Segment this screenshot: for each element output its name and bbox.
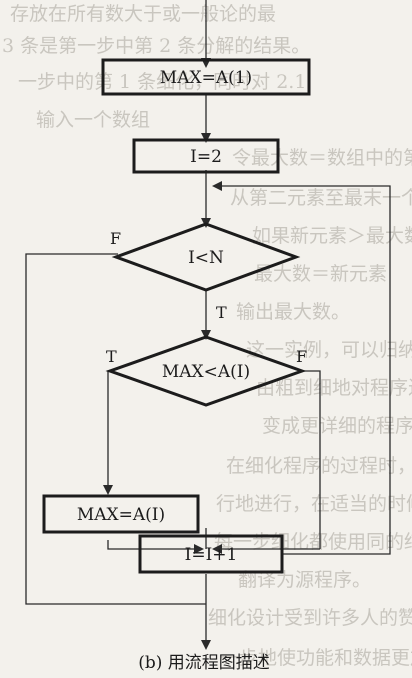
bg-line: 输出最大数。	[236, 301, 350, 323]
node-label: I=I+1	[185, 545, 238, 565]
bg-line: 变成更详细的程序步骤	[262, 415, 412, 437]
process-box	[42, 494, 200, 534]
inner-false-line	[300, 370, 321, 549]
decision-diamond	[111, 222, 301, 292]
bg-line: 这一实例，可以归纳出逐步细化的设计方	[246, 339, 412, 361]
arrowhead	[194, 544, 204, 554]
node-increment: I=I+1	[138, 534, 284, 574]
node-i2: I=2	[132, 138, 280, 174]
bg-line: 一步地使功能和数据更加细化的	[220, 647, 412, 669]
bg-line: 在细化程序的过程时，同时对数据的	[226, 455, 412, 477]
node-label: I=2	[190, 147, 222, 167]
bg-line: 输入一个数组	[36, 109, 150, 131]
loop-back-line	[220, 185, 391, 555]
bg-line: 如果新元素＞最大数，	[252, 225, 412, 247]
node-assign: MAX=A(I)	[42, 494, 200, 534]
bg-line: 由粗到细地对程序进行逐步的细化，	[256, 377, 412, 399]
decision-label: MAX<A(I)	[162, 362, 250, 382]
decision-diamond	[105, 335, 307, 407]
node-label: MAX=A(1)	[160, 68, 252, 88]
exit-line	[25, 253, 206, 605]
inner-false-label: F	[296, 347, 307, 366]
bg-line: 3 条是第一步中第 2 条分解的结果。	[2, 35, 310, 57]
arrowhead	[212, 181, 222, 191]
arrowhead	[103, 485, 113, 495]
outer-true-label: T	[216, 303, 227, 322]
arrowhead	[201, 330, 211, 340]
process-box	[101, 58, 311, 96]
node-decision-inner: MAX<A(I)	[105, 335, 307, 407]
node-init: MAX=A(1)	[101, 58, 311, 96]
arrowhead	[212, 544, 222, 554]
process-box	[138, 534, 284, 574]
bg-line: 令最大数＝数组中的第一元素	[232, 147, 412, 169]
node-label: MAX=A(I)	[77, 505, 165, 525]
background-text: 存放在所有数大于或一般论的最 3 条是第一步中第 2 条分解的结果。 一步中的第…	[2, 3, 412, 669]
inner-true-line	[107, 370, 110, 486]
bg-line: 行地进行，在适当的时候定义数据	[216, 493, 412, 515]
inner-true-label: T	[106, 347, 117, 366]
bg-line: 存放在所有数大于或一般论的最	[10, 3, 276, 25]
process-box	[132, 138, 280, 174]
bg-line: 细化设计受到许多人的赞同，并不是	[208, 607, 412, 629]
figure-caption: (b) 用流程图描述	[138, 653, 270, 673]
assign-merge-line	[107, 540, 196, 550]
connectors	[25, 0, 391, 650]
node-decision-outer: I<N	[111, 222, 301, 292]
bg-line: 翻译为源程序。	[238, 569, 371, 591]
arrowhead	[201, 640, 211, 650]
bg-line: 最大数＝新元素	[254, 263, 387, 285]
outer-false-label: F	[110, 229, 121, 248]
bg-line: 每一步细化都使用同的结构化语言	[214, 531, 412, 553]
decision-label: I<N	[188, 248, 224, 268]
bg-line: 从第二元素至最末一个元素依次做	[230, 187, 412, 209]
bg-line: 一步中的第 1 条细化，同时对 2.1	[18, 71, 306, 93]
arrowhead	[201, 133, 211, 143]
